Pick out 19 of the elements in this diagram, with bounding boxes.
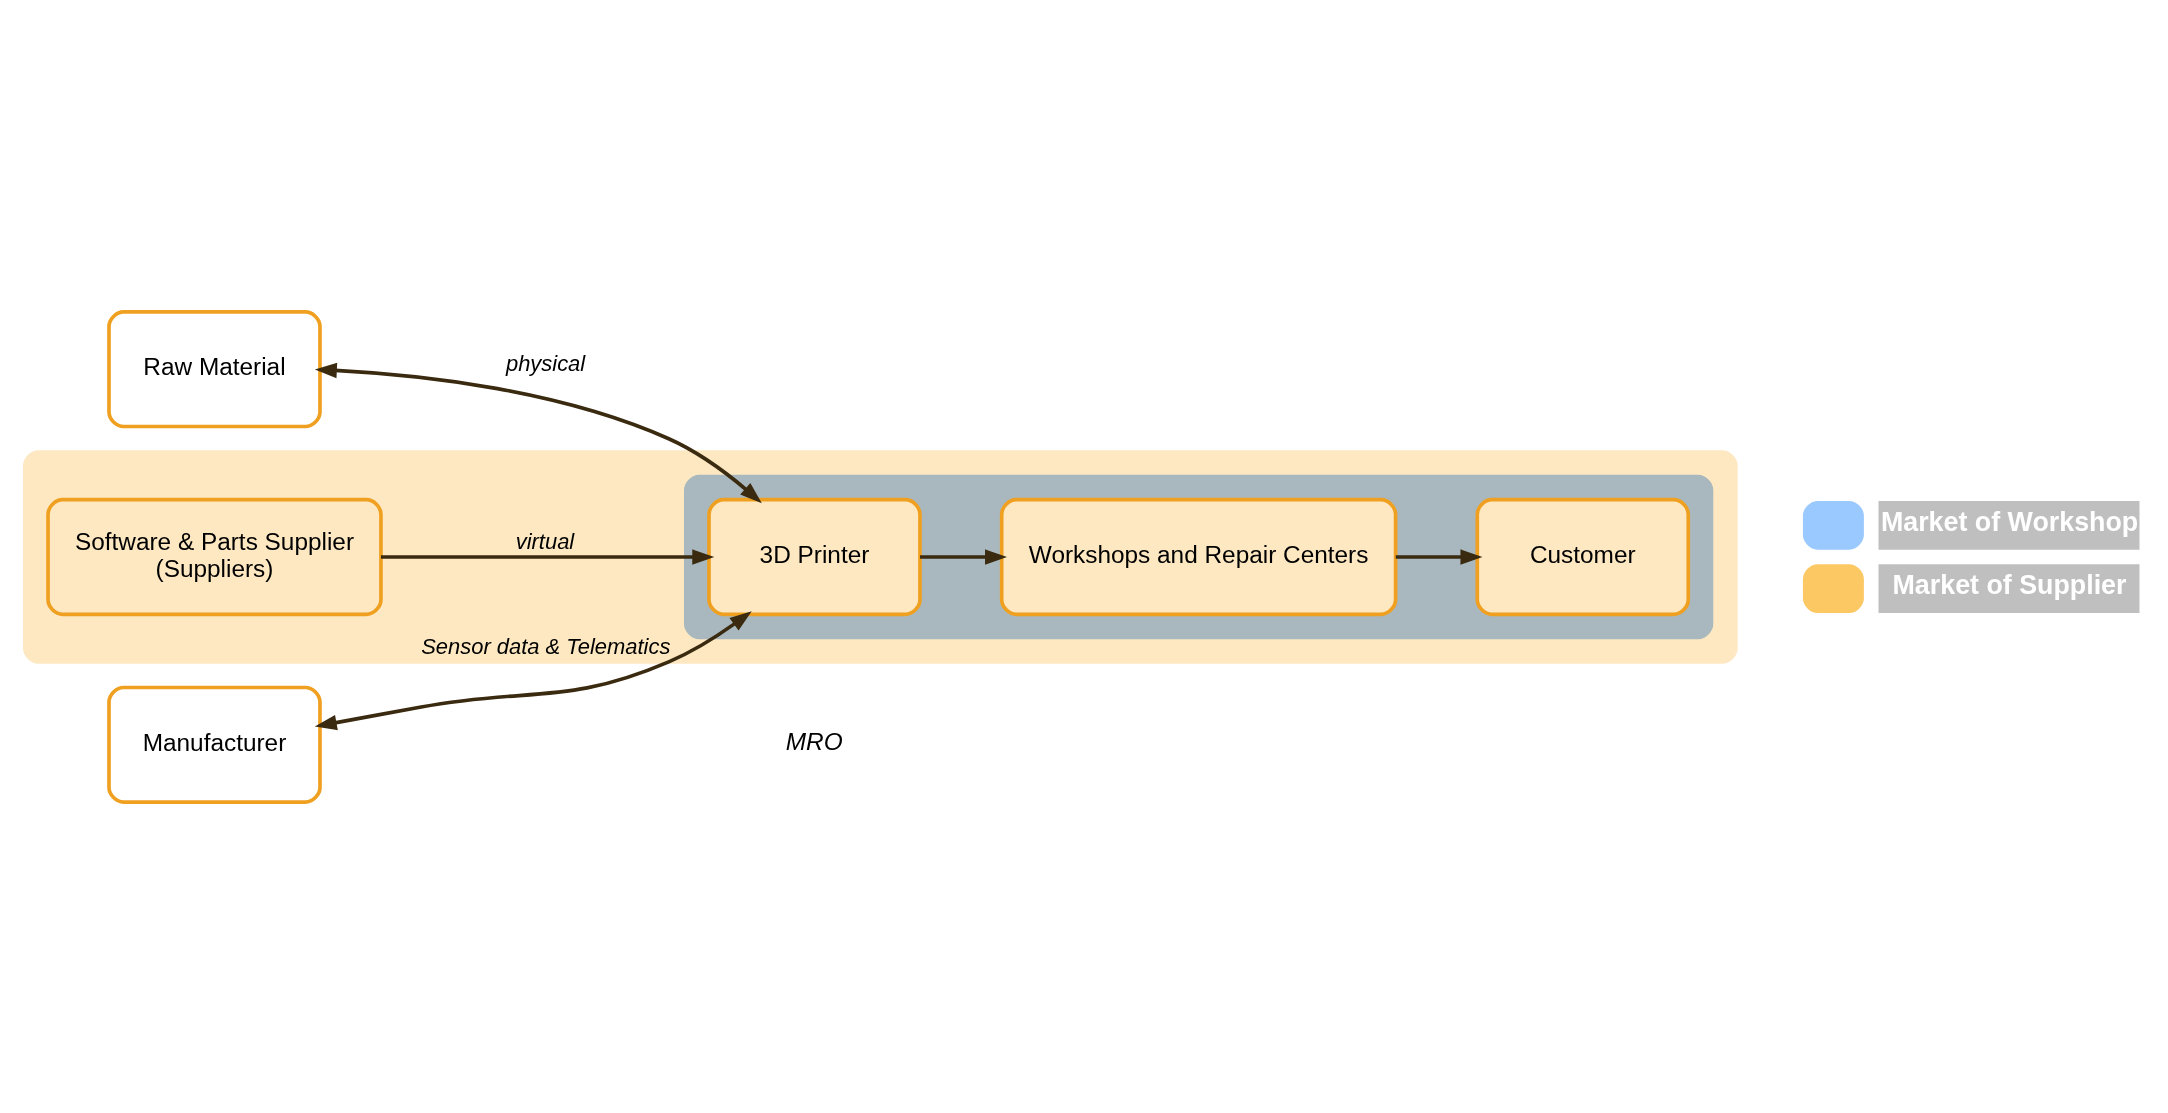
node-box: Raw Material	[107, 309, 322, 428]
node-box: Customer	[1475, 497, 1691, 616]
node-box: Manufacturer	[107, 685, 322, 804]
arrow	[381, 548, 715, 565]
edge-label: virtual	[515, 528, 575, 554]
edge-label: Sensor data & Telematics	[421, 633, 671, 659]
arrow	[314, 362, 762, 503]
cluster	[684, 474, 1714, 639]
cluster	[23, 449, 1738, 664]
node-box: Workshops and Repair Centers	[999, 497, 1398, 616]
legend-label: Market of Supplier	[1892, 569, 2127, 600]
arrow	[1395, 548, 1483, 565]
arrow	[314, 610, 752, 730]
edge-label: physical	[505, 350, 586, 376]
label: MRO	[785, 727, 843, 755]
legend-label: Market of Workshop	[1880, 506, 2139, 537]
node-box: Software & Parts Supplier (Suppliers)	[46, 497, 383, 616]
arrow	[920, 548, 1008, 565]
node-box: 3D Printer	[707, 497, 922, 616]
